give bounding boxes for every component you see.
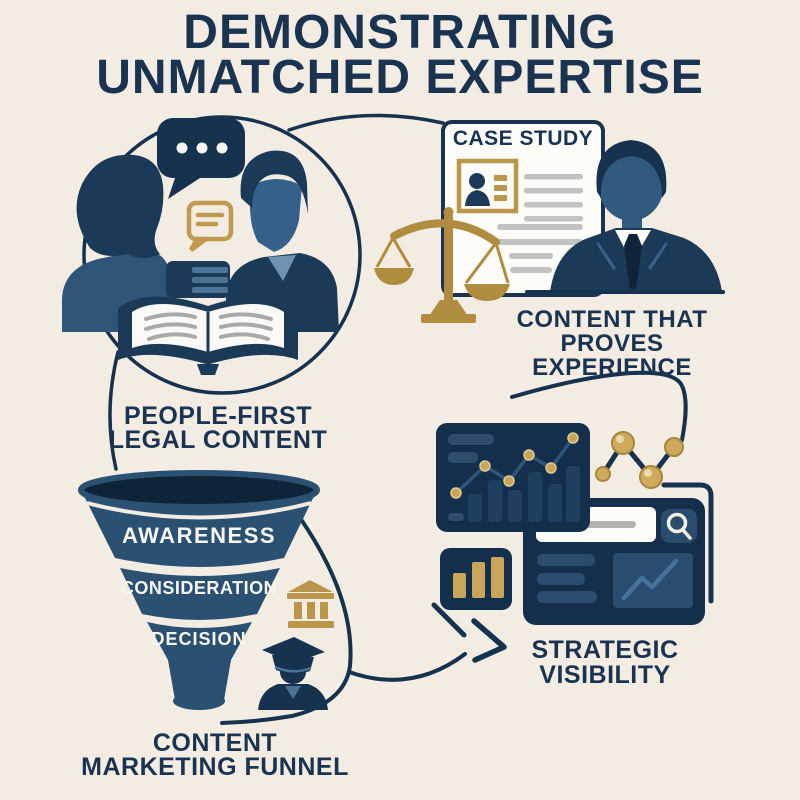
strategic-visibility-illustration (436, 423, 714, 625)
people-first-label: PEOPLE-FIRST LEGAL CONTENT (108, 402, 328, 454)
funnel-stage-consideration: CONSIDERATION (120, 578, 278, 598)
connector-to-visibility (347, 652, 467, 682)
businessman-icon (525, 140, 725, 294)
connector-circle-to-card (287, 113, 445, 132)
line-chart-icon (450, 432, 579, 499)
analytics-card (436, 423, 590, 532)
people-first-illustration (62, 118, 339, 375)
funnel-stage-awareness: AWARENESS (121, 523, 277, 548)
content-proves-experience-label: CONTENT THAT PROVES EXPERIENCE (516, 306, 708, 381)
connector-circle-to-funnel (108, 350, 120, 471)
graduate-icon (258, 637, 328, 710)
courthouse-icon (287, 580, 334, 628)
bar-chart-icon (468, 466, 580, 522)
title-line1: DEMONSTRATING (183, 6, 617, 59)
arrow-head-icon (471, 618, 507, 663)
document-text-lines (497, 174, 583, 273)
title-line2: UNMATCHED EXPERTISE (96, 51, 704, 104)
search-results-card (523, 498, 705, 625)
network-nodes-icon (595, 431, 684, 489)
book-stack-icon (166, 261, 230, 298)
funnel-icon (78, 470, 320, 710)
bracket-outline (661, 482, 714, 604)
speech-bubble-icon (157, 118, 245, 199)
people-circle-outline (82, 115, 362, 395)
connector-curves (82, 113, 688, 725)
scales-of-justice-icon (374, 207, 510, 323)
connector-funnel-arc (220, 513, 353, 725)
funnel-stage-decision: DECISION (151, 629, 247, 649)
arrow-shaft (431, 602, 467, 638)
search-icon (661, 509, 697, 543)
portrait-photo-icon (456, 158, 519, 214)
chat-note-icon (186, 200, 234, 252)
connector-case-to-dashboard (510, 370, 688, 442)
case-study-doc-title: CASE STUDY (452, 127, 594, 150)
trend-chart-icon (613, 553, 693, 608)
open-book-icon (118, 296, 298, 375)
strategic-visibility-label: STRATEGIC VISIBILITY (531, 636, 679, 689)
page-title: DEMONSTRATING UNMATCHED EXPERTISE (0, 6, 800, 104)
mini-bar-chart-icon (440, 548, 512, 610)
content-marketing-funnel-label: CONTENT MARKETING FUNNEL (81, 729, 349, 781)
case-study-illustration (374, 120, 725, 323)
